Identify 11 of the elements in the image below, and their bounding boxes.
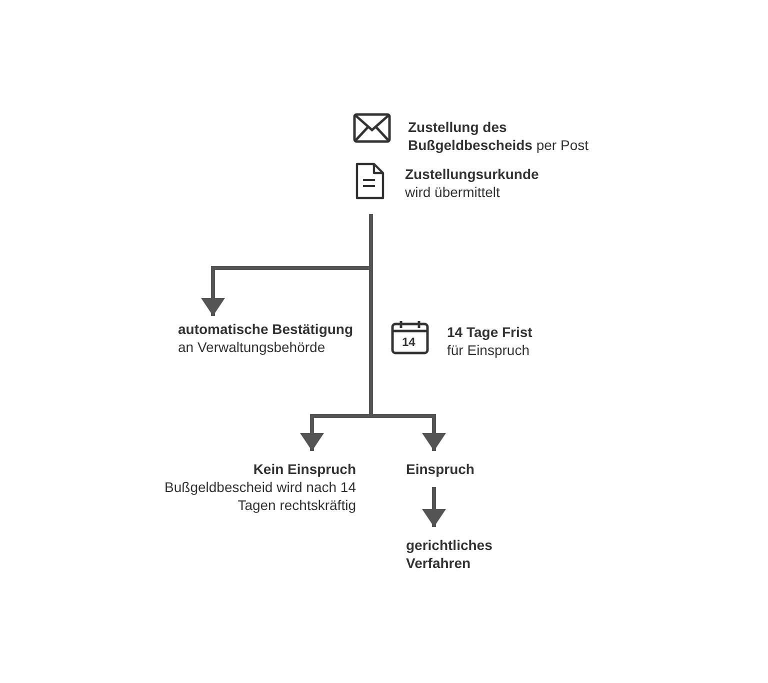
- deadline-text: 14 Tage Frist: [447, 323, 532, 341]
- node-text: Zustellung des Bußgeldbescheids per Post: [408, 118, 590, 154]
- node-text: Einspruch: [406, 460, 476, 478]
- node-text: Zustellungsurkunde wird übermittelt: [405, 165, 540, 201]
- node-text: Kein Einspruch Bußgeldbescheid wird nach 14 Tagen rechtskräftig: [164, 460, 356, 514]
- node-text: automatische Bestätigung an Verwaltungsbehörde: [178, 320, 354, 356]
- node-text: gerichtliches Verfahren: [406, 536, 494, 572]
- arrow: [369, 214, 446, 451]
- arrow: [422, 487, 446, 527]
- deadline-text: für Einspruch: [447, 341, 530, 359]
- calendar-number: 14: [402, 335, 416, 349]
